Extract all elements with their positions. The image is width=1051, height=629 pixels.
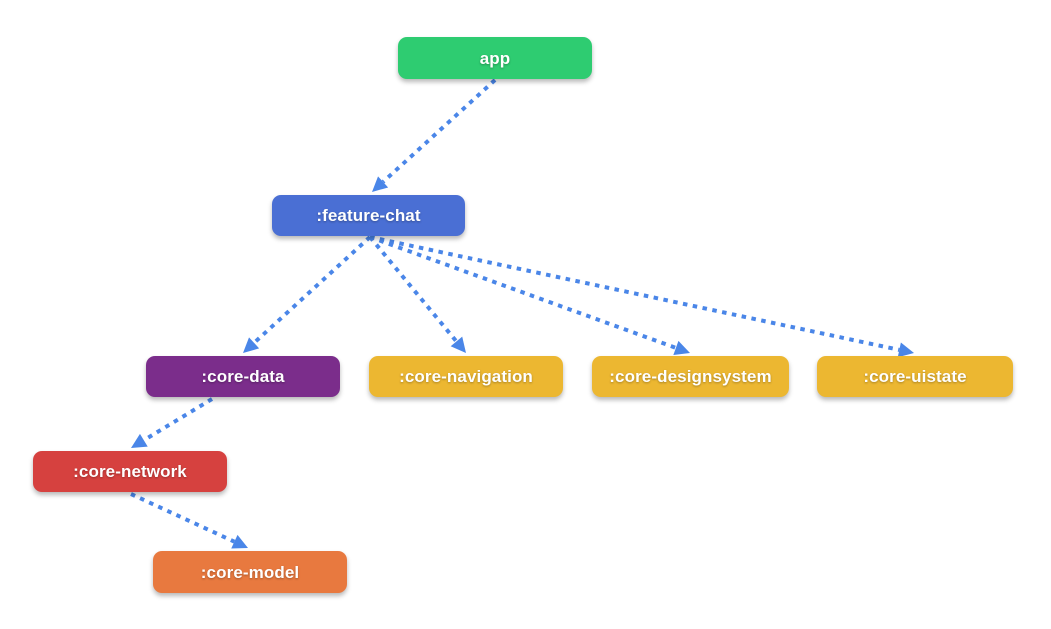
dependency-edge [368, 235, 466, 353]
graph-node-label: :core-data [201, 367, 285, 386]
dependency-edge [130, 492, 248, 549]
dependency-edge [243, 235, 372, 353]
edge-line [381, 78, 497, 184]
edge-arrowhead-icon [450, 336, 466, 353]
graph-node-label: :core-network [73, 462, 187, 481]
edge-arrowhead-icon [372, 176, 389, 192]
edge-line [369, 235, 900, 352]
graph-node-label: :core-designsystem [609, 367, 772, 386]
graph-node-core-navigation[interactable]: :core-navigation [369, 356, 563, 397]
dependency-edge [372, 78, 497, 192]
graph-node-label: :core-navigation [399, 367, 533, 386]
graph-node-label: :core-model [200, 562, 300, 582]
dependency-edge [131, 397, 214, 448]
edge-arrowhead-icon [131, 433, 148, 448]
dependency-edge [369, 235, 914, 358]
graph-node-core-uistate[interactable]: :core-uistate [817, 356, 1013, 397]
graph-node-label: :feature-chat [316, 206, 421, 225]
edge-line [368, 235, 458, 343]
edge-line [252, 235, 372, 345]
edge-line [130, 492, 236, 544]
graph-node-label: :core-uistate [863, 367, 967, 386]
graph-node-app[interactable]: app [398, 37, 592, 79]
graph-node-core-network[interactable]: :core-network [33, 451, 227, 492]
graph-node-core-designsystem[interactable]: :core-designsystem [592, 356, 789, 397]
graph-node-feature-chat[interactable]: :feature-chat [272, 195, 465, 236]
graph-node-core-data[interactable]: :core-data [146, 356, 340, 397]
edge-line [142, 397, 214, 442]
edge-arrowhead-icon [897, 342, 914, 358]
edge-line [369, 235, 677, 350]
graph-node-label: app [479, 48, 511, 68]
edge-arrowhead-icon [243, 337, 260, 353]
edge-arrowhead-icon [673, 340, 690, 355]
edge-arrowhead-icon [231, 534, 248, 549]
graph-node-core-model[interactable]: :core-model [153, 551, 347, 593]
dependency-edge [369, 235, 690, 355]
